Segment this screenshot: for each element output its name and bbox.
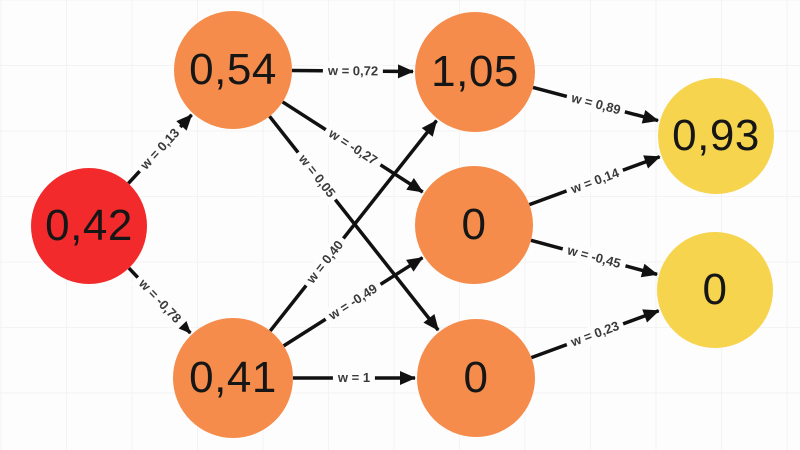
- node-hidden2-3: 0: [417, 319, 535, 437]
- node-hidden2-2: 0: [415, 166, 533, 284]
- node-hidden1-1: 0,54: [174, 11, 292, 129]
- node-hidden2-1: 1,05: [415, 12, 535, 132]
- node-hidden1-2: 0,41: [173, 318, 293, 438]
- node-input-1: 0,42: [31, 168, 147, 284]
- node-output-2: 0: [657, 232, 773, 348]
- node-output-1: 0,93: [658, 78, 774, 194]
- edge-weight-label: w = 1: [332, 369, 376, 387]
- edge-hidden1-2-hidden2-1: [268, 119, 438, 333]
- edge-weight-label: w = 0,72: [322, 61, 383, 81]
